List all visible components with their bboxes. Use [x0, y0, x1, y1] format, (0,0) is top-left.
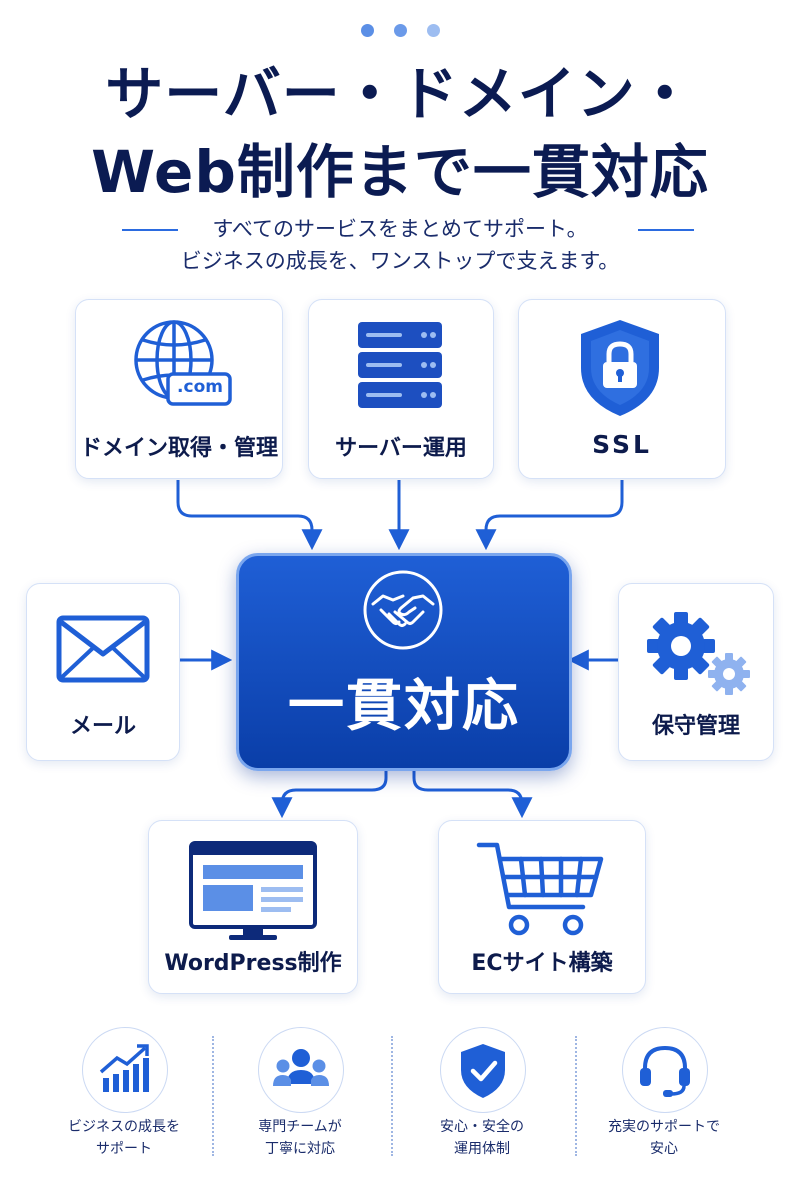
card-ssl[interactable]: SSL [518, 299, 726, 479]
card-ssl-label: SSL [592, 430, 652, 459]
feature-separator [212, 1036, 214, 1156]
feature-growth-line2: サポート [96, 1141, 152, 1157]
feature-growth-text: ビジネスの成長を サポート [34, 1116, 214, 1160]
card-mail-label: メール [69, 714, 136, 739]
dotcom-badge: .com [177, 377, 223, 397]
subtitle-rule-left [122, 229, 178, 231]
arrow-wordpress [271, 766, 388, 819]
shield-check-icon [461, 1044, 505, 1098]
arrow-ec [412, 766, 533, 819]
feature-security-text: 安心・安全の 運用体制 [392, 1116, 572, 1160]
shopping-cart-icon [476, 842, 604, 936]
shield-lock-icon [581, 320, 659, 416]
card-maintenance-label: 保守管理 [651, 714, 740, 739]
card-domain[interactable]: .com ドメイン取得・管理 [75, 299, 283, 479]
globe-dotcom-icon [134, 320, 232, 406]
feature-separator [391, 1036, 393, 1156]
feature-security-line1: 安心・安全の [440, 1119, 524, 1135]
headset-icon [640, 1045, 690, 1097]
server-rack-icon [358, 322, 442, 408]
feature-support-line2: 安心 [650, 1141, 678, 1157]
card-mail[interactable]: メール [26, 583, 180, 761]
envelope-icon [56, 615, 150, 683]
handshake-icon [363, 570, 443, 650]
card-maintenance[interactable]: 保守管理 [618, 583, 774, 761]
subtitle-rule-right [638, 229, 694, 231]
page-title-line2: Web制作まで一貫対応 [91, 138, 709, 206]
card-wordpress[interactable]: WordPress制作 [148, 820, 358, 994]
arrow-domain [176, 480, 323, 551]
feature-security-line2: 運用体制 [454, 1141, 510, 1157]
card-wordpress-label: WordPress制作 [164, 951, 342, 976]
team-icon [273, 1049, 329, 1086]
feature-support-line1: 充実のサポートで [608, 1119, 720, 1135]
arrow-ssl [475, 480, 624, 551]
header-dots [0, 24, 800, 37]
feature-growth-line1: ビジネスの成長を [68, 1119, 180, 1135]
page-title-line1: サーバー・ドメイン・ [105, 60, 695, 128]
card-ec[interactable]: ECサイト構築 [438, 820, 646, 994]
feature-team-line1: 専門チームが [258, 1119, 342, 1135]
feature-support [622, 1027, 708, 1113]
dot [426, 24, 440, 37]
feature-team [258, 1027, 344, 1113]
feature-separator [575, 1036, 577, 1156]
center-integrated-support: 一貫対応 [236, 553, 572, 771]
center-label: 一貫対応 [288, 674, 520, 739]
growth-chart-icon [99, 1044, 149, 1092]
card-ec-label: ECサイト構築 [471, 951, 613, 976]
feature-security [440, 1027, 526, 1113]
browser-monitor-icon [189, 841, 317, 940]
feature-team-line2: 丁寧に対応 [265, 1141, 335, 1157]
card-server[interactable]: サーバー運用 [308, 299, 494, 479]
feature-growth [82, 1027, 168, 1113]
dot [360, 24, 374, 37]
dot [393, 24, 407, 37]
subtitle-line2: ビジネスの成長を、ワンストップで支えます。 [180, 249, 620, 273]
card-server-label: サーバー運用 [335, 436, 467, 461]
gears-icon [647, 612, 750, 695]
card-domain-label: ドメイン取得・管理 [79, 436, 278, 461]
feature-support-text: 充実のサポートで 安心 [574, 1116, 754, 1160]
subtitle-line1: すべてのサービスをまとめてサポート。 [212, 217, 588, 241]
feature-team-text: 専門チームが 丁寧に対応 [210, 1116, 390, 1160]
